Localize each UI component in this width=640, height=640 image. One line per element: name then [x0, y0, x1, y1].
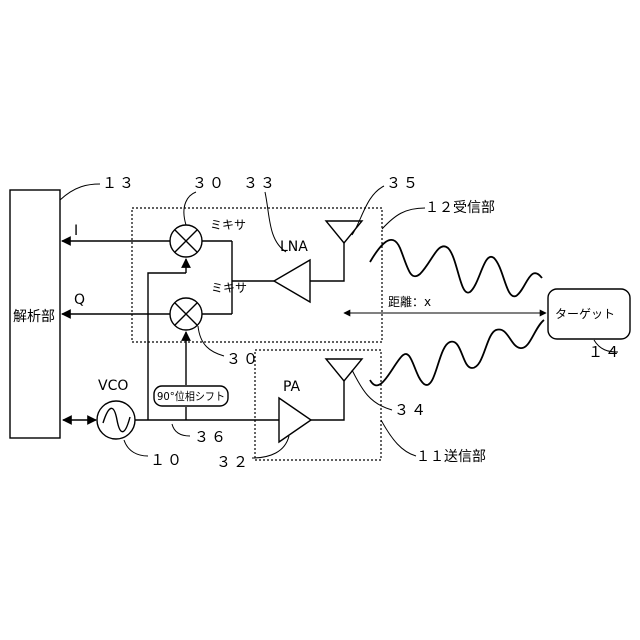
vco-leader — [124, 440, 148, 456]
mixer-bottom-leader — [198, 326, 224, 356]
analysis-unit-leader — [60, 184, 100, 200]
mixer-bottom-cross — [175, 303, 197, 325]
target-ref: １４ — [588, 343, 622, 361]
analysis-unit-ref: １３ — [102, 174, 136, 192]
rx-antenna-to-lna-wire — [310, 243, 344, 281]
transmitted-wave — [370, 320, 544, 385]
phase-shifter-label: 90°位相シフト — [157, 389, 225, 403]
rx-antenna-ref: ３５ — [386, 174, 420, 192]
mixer-top-label: ミキサ — [210, 218, 246, 232]
receiver-leader — [382, 208, 425, 229]
distance-label: 距離：x — [388, 295, 431, 309]
analysis-unit-label: 解析部 — [13, 309, 55, 325]
signal-i-label: I — [74, 223, 78, 239]
received-wave — [370, 240, 542, 297]
pa-symbol — [279, 398, 311, 442]
phase-shifter-leader — [172, 424, 190, 436]
rx-antenna-symbol — [326, 221, 362, 243]
mixer-bottom-ref: ３０ — [226, 350, 260, 368]
vco-ref: １０ — [150, 451, 184, 469]
lna-symbol — [274, 260, 310, 302]
lna-label: LNA — [280, 239, 308, 255]
mixer-refs: ３０ ３３ — [192, 174, 277, 192]
vco-label: VCO — [98, 378, 128, 394]
transmitter-box — [255, 350, 381, 460]
mixer-top-cross — [175, 230, 197, 252]
signal-q-label: Q — [74, 292, 85, 308]
transmitter-label: １１送信部 — [416, 449, 486, 465]
pa-label: PA — [283, 379, 301, 395]
lna-to-mixers-wire — [202, 241, 274, 314]
tx-antenna-ref: ３４ — [394, 401, 428, 419]
tx-antenna-symbol — [326, 359, 362, 381]
target-label: ターゲット — [555, 307, 615, 321]
receiver-label: １２受信部 — [425, 200, 495, 216]
pa-to-tx-antenna-wire — [311, 381, 344, 420]
phase-shifter-ref: ３６ — [194, 428, 228, 446]
transmitter-leader — [381, 420, 416, 456]
pa-ref: ３２ — [216, 453, 250, 471]
vco-sine-icon — [103, 408, 130, 431]
mixer-bottom-label: ミキサ — [211, 281, 247, 295]
tx-antenna-leader — [352, 370, 392, 410]
